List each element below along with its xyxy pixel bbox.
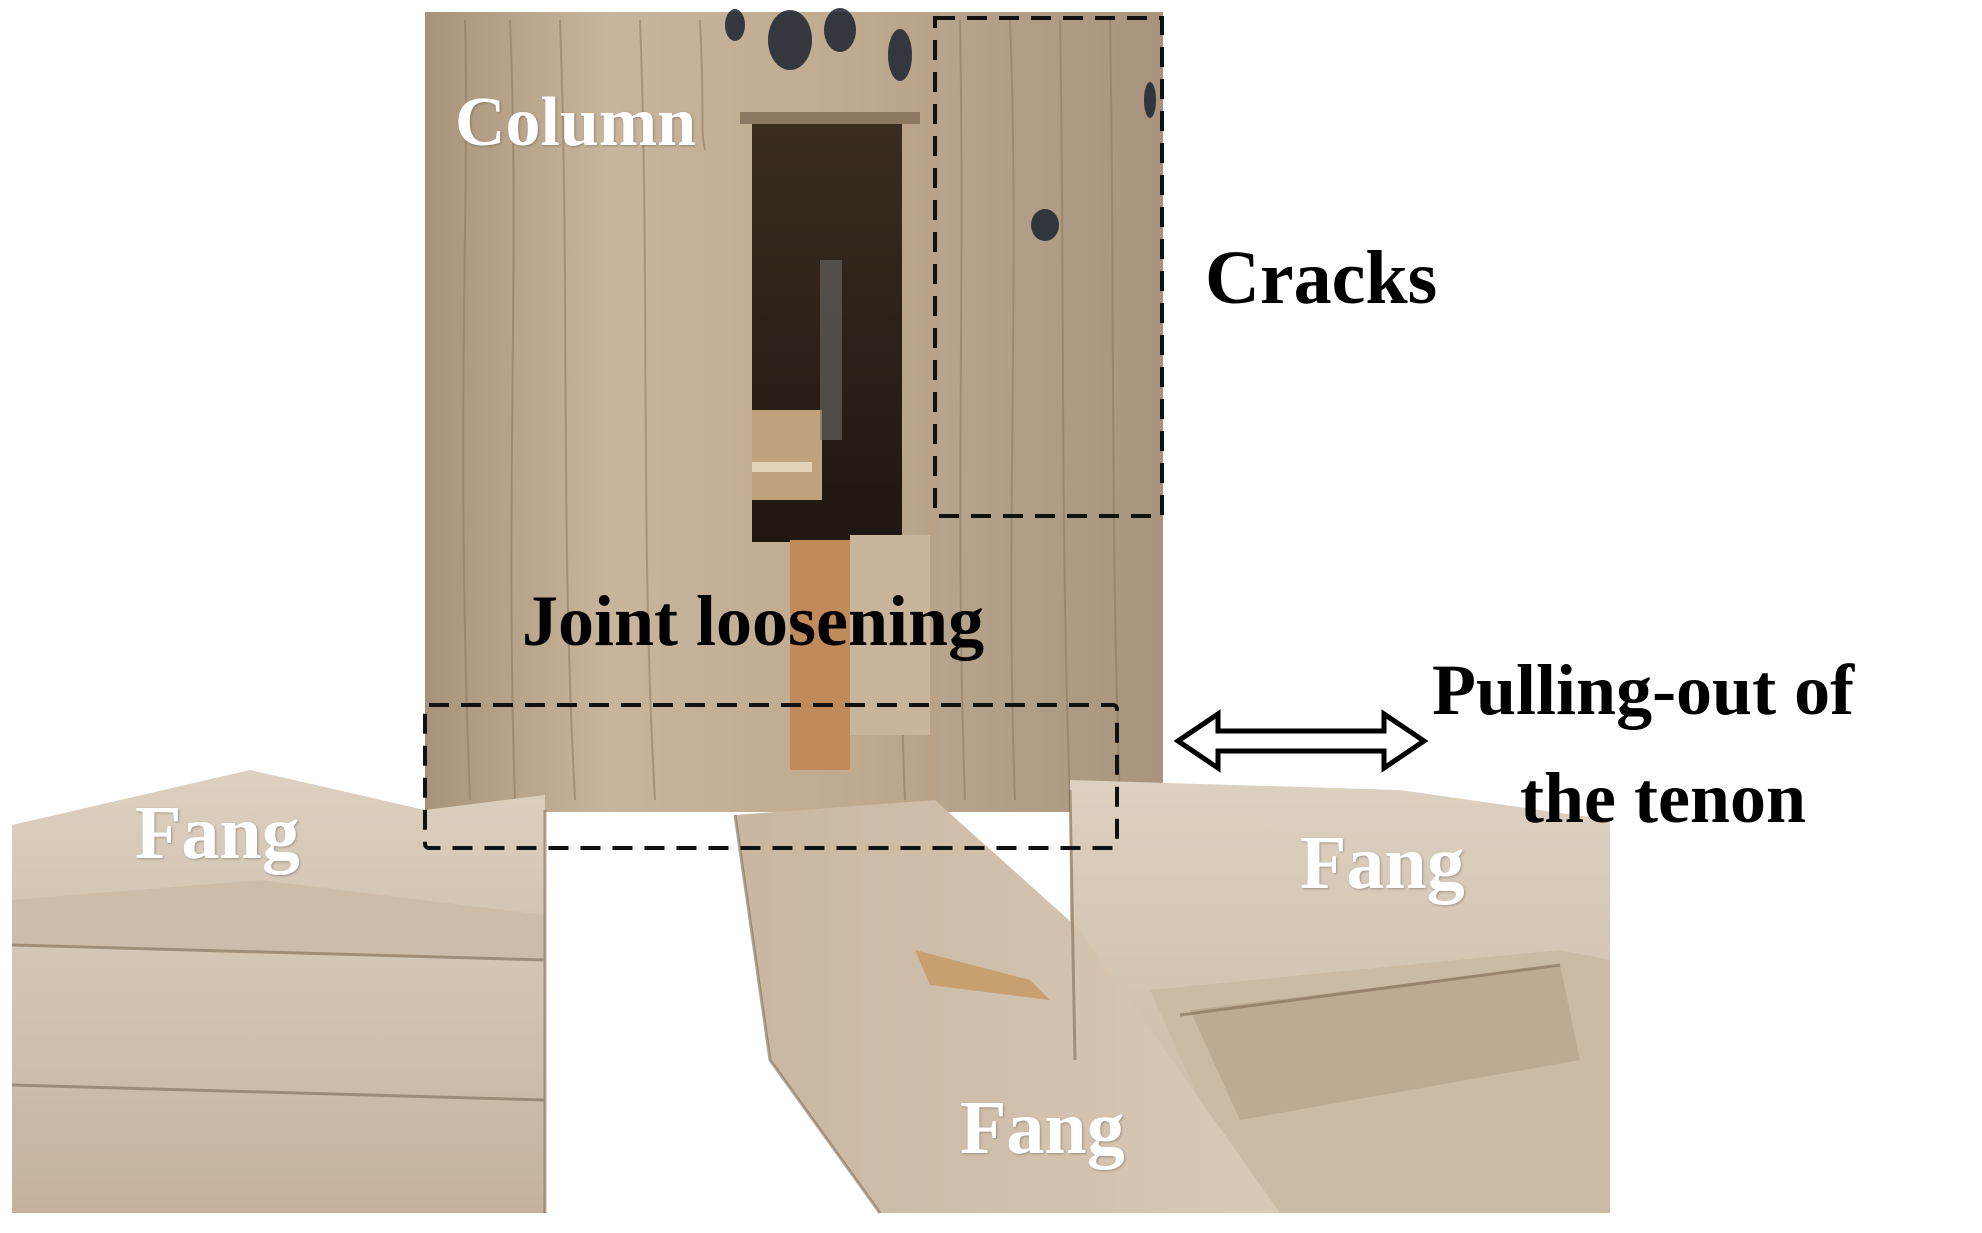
joint-loosening-label: Joint loosening: [522, 581, 985, 661]
fang-label-left: Fang: [135, 791, 300, 875]
fang-label-bottom: Fang: [960, 1086, 1125, 1170]
fang-label-right: Fang: [1300, 821, 1465, 905]
pulling-out-label-line2: the tenon: [1520, 758, 1806, 838]
column-label: Column: [455, 84, 697, 161]
mortise-opening: [740, 112, 930, 770]
pulling-out-label-line1: Pulling-out of: [1432, 650, 1855, 730]
cracks-label: Cracks: [1205, 236, 1438, 320]
double-arrow-icon: [1173, 709, 1429, 773]
fang-beams: [11, 770, 1610, 1214]
cracks-region-box: [933, 16, 1164, 518]
